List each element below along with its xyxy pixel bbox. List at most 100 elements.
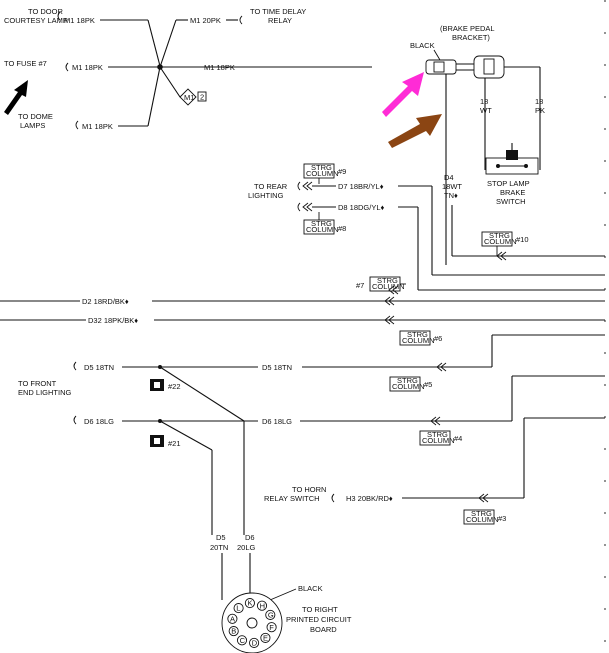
pcb-pin-e — [260, 632, 271, 643]
wire-pk-gauge: 18 — [535, 97, 543, 106]
ground-21-inner — [154, 438, 160, 444]
wire-d4-color: TN♦ — [444, 191, 458, 200]
strg-column-7-num: #7 — [356, 281, 364, 290]
pcb-pin-c — [236, 635, 248, 646]
wire-d5-vert-id: D5 — [216, 533, 226, 542]
pcb-pin-a — [227, 613, 238, 624]
strg-column-8-num: #8 — [338, 224, 346, 233]
wire-d5-diagonal — [159, 420, 213, 451]
wire-h3: H3 20BK/RD♦ — [346, 494, 393, 503]
switch-plug-pin — [483, 58, 495, 75]
stop-lamp-label-2: BRAKE — [500, 188, 525, 197]
splice-m1-text: M1 — [184, 93, 194, 102]
rear-lighting-label-1: TO REAR — [254, 182, 288, 191]
strg-column-10-line1: STRG — [489, 231, 510, 240]
strg-column-4-box — [419, 430, 451, 446]
strg-column-6-box — [399, 330, 431, 346]
wire-wt-color: WT — [480, 106, 492, 115]
dome-label-2: LAMPS — [20, 121, 45, 130]
strg-column-9-line2: COLUMN — [306, 169, 339, 178]
magenta-pointer-arrow — [382, 72, 424, 117]
strg-column-7-line1: STRG — [377, 276, 398, 285]
strg-column-5-num: #5 — [424, 380, 432, 389]
d8-right-chevron — [388, 285, 399, 295]
d4-circuit: STRG COLUMN #10 #7 STRG COLUMN — [356, 205, 605, 295]
d8-chevron — [302, 202, 313, 212]
wire-door-to-splice — [147, 19, 161, 67]
wire-d2: D2 18RD/BK♦ — [82, 297, 129, 306]
wire-m1-dome: M1 18PK — [82, 122, 113, 131]
door-connector-symbol — [57, 11, 61, 21]
annotation-arrows — [4, 72, 442, 148]
fuse-connector-symbol — [65, 62, 69, 72]
pcb-connector-center — [246, 617, 258, 629]
pcb-label-1: TO RIGHT — [302, 605, 338, 614]
strg-column-6-line2: COLUMN — [402, 336, 435, 345]
black-connector-label: BLACK — [410, 41, 435, 50]
wire-m1-relay: M1 20PK — [190, 16, 221, 25]
strg-column-10-line2: COLUMN — [484, 237, 517, 246]
pcb-pin-label-h: H — [260, 601, 265, 610]
wire-d32: D32 18PK/BK♦ — [88, 316, 138, 325]
pcb-black-label: BLACK — [298, 584, 323, 593]
wire-d5-mid: D5 18TN — [262, 363, 292, 372]
splice-diamond — [179, 88, 197, 106]
strg-column-d7-d8: STRG COLUMN #9 TO REAR LIGHTING D7 18BR/… — [248, 163, 605, 291]
d7-chevron — [302, 181, 313, 191]
d8-connector-symbol — [297, 202, 301, 212]
bracket-label-1: (BRAKE PEDAL — [440, 24, 495, 33]
wire-wt-gauge: 18 — [480, 97, 488, 106]
horn-connector-symbol — [331, 493, 335, 503]
pcb-pin-f — [266, 622, 277, 633]
stop-lamp-label-1: STOP LAMP — [487, 179, 530, 188]
switch-contact-right — [524, 164, 528, 168]
strg-column-3-line2: COLUMN — [466, 515, 499, 524]
h3-chevron — [478, 493, 489, 503]
strg-column-10-num: #10 — [516, 235, 529, 244]
ground-22-num: #22 — [168, 382, 181, 391]
strg-column-8-line1: STRG — [311, 219, 332, 228]
black-connector-pin — [433, 61, 445, 73]
wire-d5-vert-code: 20TN — [210, 543, 228, 552]
d6-chevron — [430, 416, 441, 426]
pcb-pin-label-b: B — [231, 627, 236, 636]
strg-column-3-num: #3 — [498, 514, 506, 523]
wire-pk-color: PK — [535, 106, 545, 115]
front-lighting-label-1: TO FRONT — [18, 379, 57, 388]
black-leader — [433, 49, 441, 61]
stop-lamp-switch-plunger — [506, 150, 518, 160]
strg-column-9-num: #9 — [338, 167, 346, 176]
pcb-black-leader — [269, 588, 297, 601]
dome-label-1: TO DOME — [18, 112, 53, 121]
pcb-pin-label-d: D — [252, 639, 258, 648]
rear-connector-symbol — [297, 181, 301, 191]
strg-column-8-box — [303, 219, 335, 235]
d6-connector-symbol — [73, 415, 77, 425]
relay-label-1: TO TIME DELAY — [250, 7, 306, 16]
strg-column-5-line1: STRG — [397, 376, 418, 385]
wire-d6-diagonal — [159, 366, 245, 422]
strg-column-9-line1: STRG — [311, 163, 332, 172]
d2-d32-circuit: D2 18RD/BK♦ D32 18PK/BK♦ STRG COLUMN #6 — [0, 296, 605, 346]
stop-lamp-label-3: SWITCH — [496, 197, 526, 206]
d32-chevron — [384, 315, 395, 325]
front-lighting-label-2: END LIGHTING — [18, 388, 72, 397]
pcb-pin-label-a: A — [230, 614, 235, 623]
pcb-pin-label-e: E — [263, 634, 268, 643]
bracket-label-2: BRACKET) — [452, 33, 490, 42]
wire-splice-to-relay — [159, 19, 177, 68]
wire-m1-fuse: M1 18PK — [72, 63, 103, 72]
pcb-pin-label-g: G — [268, 611, 274, 620]
door-lamp-label-2: COURTESY LAMP — [4, 16, 68, 25]
rear-lighting-label-2: LIGHTING — [248, 191, 284, 200]
black-pointer-arrow — [4, 80, 28, 115]
ground-22-inner — [154, 382, 160, 388]
wire-d7: D7 18BR/YL♦ — [338, 182, 384, 191]
wire-m1-main: M1 18PK — [204, 63, 235, 72]
wire-d4-id: D4 — [444, 173, 454, 182]
relay-connector-symbol — [239, 15, 243, 25]
strg-column-4-line1: STRG — [427, 430, 448, 439]
